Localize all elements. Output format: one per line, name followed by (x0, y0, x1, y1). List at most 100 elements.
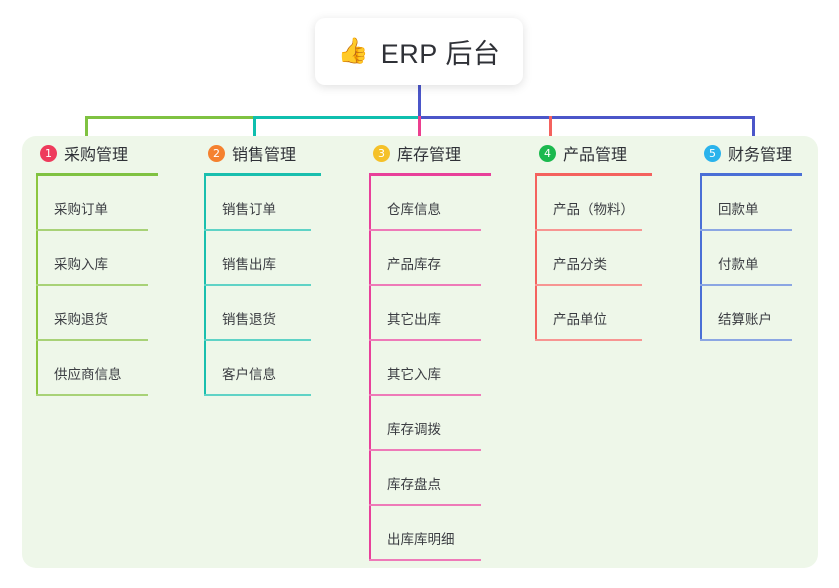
module-spine-5 (700, 176, 702, 341)
module-spine-2 (204, 176, 206, 396)
module-items-3: 仓库信息产品库存其它出库其它入库库存调拨库存盘点出库库明细 (355, 176, 525, 561)
module-item-rule (700, 284, 792, 286)
module-item-label: 库存盘点 (387, 477, 441, 492)
module-item-label: 回款单 (718, 202, 759, 217)
module-item[interactable]: 付款单 (686, 231, 836, 286)
module-item-label: 客户信息 (222, 367, 276, 382)
module-badge-4: 4 (539, 144, 556, 162)
module-item[interactable]: 产品库存 (355, 231, 525, 286)
module-item-label: 采购订单 (54, 202, 108, 217)
module-badge-3: 3 (373, 144, 390, 162)
drop-inventory (418, 116, 421, 146)
module-item-label: 结算账户 (718, 312, 772, 327)
module-title-1: 采购管理 (64, 147, 129, 164)
module-item-label: 库存调拨 (387, 422, 441, 437)
module-item-label: 其它出库 (387, 312, 441, 327)
module-spine-4 (535, 176, 537, 341)
module-item-label: 仓库信息 (387, 202, 441, 217)
module-item-rule (204, 339, 311, 341)
module-item-rule (535, 229, 642, 231)
module-item-rule (204, 284, 311, 286)
module-item-rule (369, 284, 481, 286)
module-items-2: 销售订单销售出库销售退货客户信息 (190, 176, 355, 396)
module-item[interactable]: 库存调拨 (355, 396, 525, 451)
module-item[interactable]: 库存盘点 (355, 451, 525, 506)
drop-finance (752, 116, 755, 152)
module-item[interactable]: 产品单位 (521, 286, 686, 341)
page-title: ERP 后台 (380, 39, 501, 69)
module-header-1[interactable]: 1 采购管理 (22, 136, 192, 170)
module-item-label: 产品库存 (387, 257, 441, 272)
module-item-rule (369, 504, 481, 506)
module-item[interactable]: 采购退货 (22, 286, 192, 341)
module-item-rule (369, 559, 481, 561)
module-header-rule-5 (700, 173, 802, 176)
module-item-label: 采购退货 (54, 312, 108, 327)
module-item-label: 付款单 (718, 257, 759, 272)
module-item-rule (204, 394, 311, 396)
module-item[interactable]: 采购订单 (22, 176, 192, 231)
module-items-5: 回款单付款单结算账户 (686, 176, 836, 341)
module-header-rule-1 (36, 173, 158, 176)
thumbs-up-icon: 👍 (337, 37, 369, 65)
module-header-4[interactable]: 4 产品管理 (521, 136, 686, 170)
module-item-rule (36, 394, 148, 396)
diagram-title-card: 👍 ERP 后台 (315, 18, 523, 85)
module-item-label: 销售出库 (222, 257, 276, 272)
module-item-rule (36, 284, 148, 286)
module-item[interactable]: 回款单 (686, 176, 836, 231)
module-badge-2: 2 (208, 144, 225, 162)
module-item-rule (369, 449, 481, 451)
module-item[interactable]: 其它入库 (355, 341, 525, 396)
module-item-rule (36, 339, 148, 341)
module-item-label: 销售订单 (222, 202, 276, 217)
module-header-5[interactable]: 5 财务管理 (686, 136, 836, 170)
module-header-2[interactable]: 2 销售管理 (190, 136, 355, 170)
module-spine-1 (36, 176, 38, 396)
module-item[interactable]: 销售退货 (190, 286, 355, 341)
module-item[interactable]: 采购入库 (22, 231, 192, 286)
module-item-label: 产品分类 (553, 257, 607, 272)
module-item-rule (369, 339, 481, 341)
module-item-label: 出库库明细 (387, 532, 455, 547)
module-item[interactable]: 销售出库 (190, 231, 355, 286)
module-badge-5: 5 (704, 144, 721, 162)
module-header-rule-4 (535, 173, 652, 176)
module-item[interactable]: 其它出库 (355, 286, 525, 341)
module-item[interactable]: 产品分类 (521, 231, 686, 286)
module-item-label: 产品（物料） (553, 202, 634, 217)
module-item-rule (700, 339, 792, 341)
module-title-4: 产品管理 (563, 147, 628, 164)
module-title-2: 销售管理 (232, 147, 297, 164)
module-column-1: 1 采购管理采购订单采购入库采购退货供应商信息 (22, 136, 192, 396)
module-title-5: 财务管理 (728, 147, 793, 164)
module-column-2: 2 销售管理销售订单销售出库销售退货客户信息 (190, 136, 355, 396)
module-column-4: 4 产品管理产品（物料） 产品分类产品单位 (521, 136, 686, 341)
module-item[interactable]: 销售订单 (190, 176, 355, 231)
module-item[interactable]: 产品（物料） (521, 176, 686, 231)
module-item[interactable]: 出库库明细 (355, 506, 525, 561)
module-items-1: 采购订单采购入库采购退货供应商信息 (22, 176, 192, 396)
module-item-label: 采购入库 (54, 257, 108, 272)
modules-panel: 1 采购管理采购订单采购入库采购退货供应商信息 2 销售管理销售订单销售出库销售退货客… (22, 136, 818, 568)
module-item-label: 产品单位 (553, 312, 607, 327)
module-item-rule (535, 284, 642, 286)
module-item[interactable]: 供应商信息 (22, 341, 192, 396)
drop-sales (253, 116, 256, 152)
module-item-label: 销售退货 (222, 312, 276, 327)
module-item-rule (369, 394, 481, 396)
module-header-rule-3 (369, 173, 491, 176)
module-item[interactable]: 仓库信息 (355, 176, 525, 231)
drop-purchase (85, 116, 88, 152)
module-item-rule (700, 229, 792, 231)
module-item-rule (369, 229, 481, 231)
module-item[interactable]: 结算账户 (686, 286, 836, 341)
bus-segment-blue (418, 116, 755, 119)
module-item[interactable]: 客户信息 (190, 341, 355, 396)
module-item-rule (535, 339, 642, 341)
module-badge-1: 1 (40, 144, 57, 162)
module-header-rule-2 (204, 173, 321, 176)
